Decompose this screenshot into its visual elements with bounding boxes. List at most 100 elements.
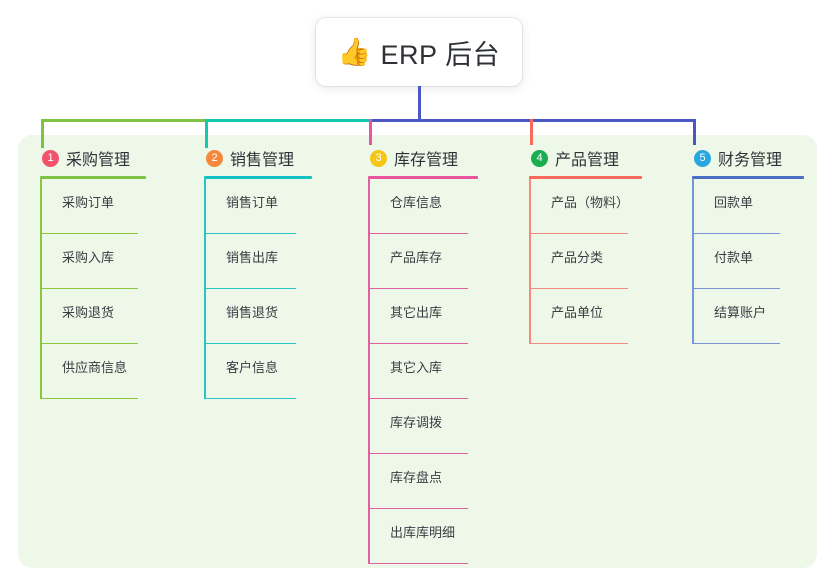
list-item-underline (368, 342, 468, 344)
column-header-underline (40, 176, 146, 179)
list-item-underline (692, 232, 780, 234)
list-item-label: 付款单 (714, 250, 754, 265)
list-item-underline (692, 342, 780, 344)
list-item-label: 采购订单 (62, 195, 115, 210)
list-item[interactable]: 其它出库 (368, 289, 478, 344)
list-item-underline (368, 452, 468, 454)
number-badge-icon: 5 (694, 149, 711, 167)
list-item[interactable]: 产品（物料） (529, 179, 642, 234)
column-spine-line (204, 179, 206, 399)
number-badge-icon: 2 (206, 149, 223, 167)
list-item[interactable]: 回款单 (692, 179, 804, 234)
list-item[interactable]: 出库库明细 (368, 509, 478, 564)
list-item-underline (204, 397, 296, 399)
list-item[interactable]: 库存盘点 (368, 454, 478, 509)
list-item-underline (40, 232, 138, 234)
list-item-label: 采购退货 (62, 305, 115, 320)
list-item-label: 其它出库 (390, 305, 443, 320)
list-item[interactable]: 销售出库 (204, 234, 312, 289)
root-node-title-card[interactable]: 👍 ERP 后台 (316, 18, 522, 86)
column-header-3[interactable]: 3 库存管理 (368, 146, 478, 170)
column-spine-line (40, 179, 42, 399)
number-badge-icon: 3 (370, 149, 387, 167)
list-item[interactable]: 客户信息 (204, 344, 312, 399)
column-header-underline (692, 176, 804, 179)
list-item-underline (204, 232, 296, 234)
column-header-underline (204, 176, 312, 179)
number-badge-icon: 4 (531, 149, 548, 167)
list-item-underline (368, 232, 468, 234)
list-item[interactable]: 采购入库 (40, 234, 146, 289)
list-item[interactable]: 销售退货 (204, 289, 312, 344)
list-item-underline (368, 562, 468, 564)
column-header-4[interactable]: 4 产品管理 (529, 146, 642, 170)
list-item[interactable]: 采购退货 (40, 289, 146, 344)
list-item[interactable]: 付款单 (692, 234, 804, 289)
list-item-underline (529, 232, 628, 234)
list-item[interactable]: 仓库信息 (368, 179, 478, 234)
list-item-underline (529, 287, 628, 289)
list-item[interactable]: 结算账户 (692, 289, 804, 344)
list-item[interactable]: 销售订单 (204, 179, 312, 234)
list-item-label: 库存调拨 (390, 415, 443, 430)
root-node-label: ERP 后台 (380, 39, 501, 70)
list-item[interactable]: 产品分类 (529, 234, 642, 289)
column-item-list: 回款单付款单结算账户 (692, 179, 804, 344)
list-item-label: 产品单位 (551, 305, 604, 320)
list-item-label: 客户信息 (226, 360, 279, 375)
column-item-list: 采购订单采购入库采购退货供应商信息 (40, 179, 146, 399)
connector-drop-3 (369, 119, 372, 145)
root-trunk-line (418, 86, 421, 122)
list-item-label: 供应商信息 (62, 360, 128, 375)
column-title: 采购管理 (66, 152, 131, 169)
list-item[interactable]: 采购订单 (40, 179, 146, 234)
list-item-label: 结算账户 (714, 305, 767, 320)
branch-column-3: 3 库存管理仓库信息产品库存其它出库其它入库库存调拨库存盘点出库库明细 (368, 146, 478, 564)
column-item-list: 销售订单销售出库销售退货客户信息 (204, 179, 312, 399)
column-header-underline (368, 176, 478, 179)
number-badge-icon: 1 (42, 149, 59, 167)
branch-column-4: 4 产品管理产品（物料） 产品分类产品单位 (529, 146, 642, 344)
list-item-underline (529, 342, 628, 344)
connector-bar-teal (205, 119, 369, 122)
branch-column-1: 1 采购管理采购订单采购入库采购退货供应商信息 (40, 146, 146, 399)
list-item-label: 产品库存 (390, 250, 443, 265)
connector-bar-green (41, 119, 205, 122)
list-item-label: 出库库明细 (390, 525, 456, 540)
list-item-label: 产品分类 (551, 250, 604, 265)
column-title: 库存管理 (394, 152, 459, 169)
list-item-underline (40, 397, 138, 399)
list-item-underline (368, 397, 468, 399)
list-item-underline (204, 287, 296, 289)
list-item[interactable]: 库存调拨 (368, 399, 478, 454)
list-item-label: 采购入库 (62, 250, 115, 265)
list-item-label: 销售订单 (226, 195, 279, 210)
list-item-label: 回款单 (714, 195, 754, 210)
connector-drop-1 (41, 119, 44, 148)
list-item-label: 销售退货 (226, 305, 279, 320)
column-header-underline (529, 176, 642, 179)
list-item-label: 仓库信息 (390, 195, 443, 210)
list-item-underline (368, 287, 468, 289)
column-spine-line (529, 179, 531, 344)
list-item[interactable]: 其它入库 (368, 344, 478, 399)
list-item[interactable]: 产品单位 (529, 289, 642, 344)
column-header-1[interactable]: 1 采购管理 (40, 146, 146, 170)
diagram-background-panel (18, 135, 817, 568)
list-item-underline (692, 287, 780, 289)
connector-drop-4 (530, 119, 533, 145)
list-item[interactable]: 供应商信息 (40, 344, 146, 399)
list-item-label: 其它入库 (390, 360, 443, 375)
list-item-label: 销售出库 (226, 250, 279, 265)
list-item-underline (204, 342, 296, 344)
list-item-underline (40, 342, 138, 344)
list-item[interactable]: 产品库存 (368, 234, 478, 289)
column-item-list: 仓库信息产品库存其它出库其它入库库存调拨库存盘点出库库明细 (368, 179, 478, 564)
list-item-label: 库存盘点 (390, 470, 443, 485)
thumbs-up-icon: 👍 (337, 36, 372, 67)
column-title: 产品管理 (555, 152, 620, 169)
